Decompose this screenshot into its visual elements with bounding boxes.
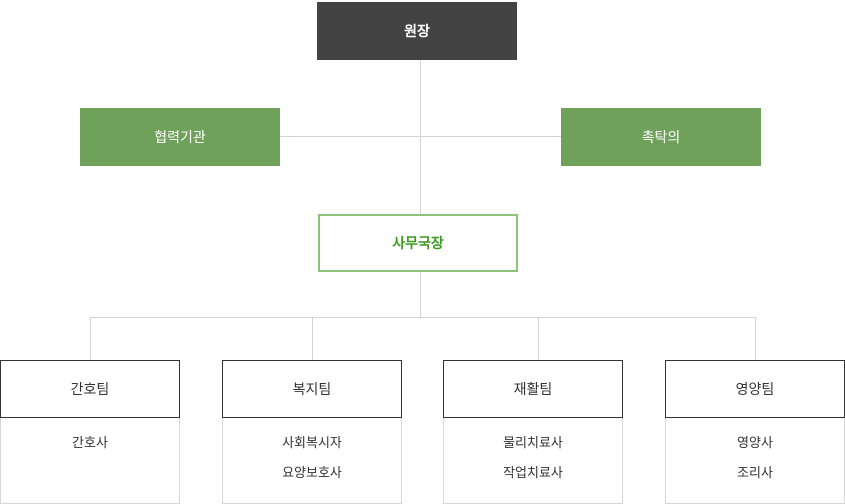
secretary-general-label: 사무국장 (392, 236, 444, 252)
connector-team-welfare (312, 317, 313, 360)
team-nutrition: 영양팀 영양사 조리사 (665, 360, 845, 504)
team-rehabilitation: 재활팀 물리치료사 작업치료사 (443, 360, 623, 504)
team-nursing: 간호팀 간호사 (0, 360, 180, 504)
connector-team-nutrition (755, 317, 756, 360)
team-name: 재활팀 (443, 360, 623, 418)
team-member: 요양보호사 (282, 466, 342, 481)
connector-director-secretary (420, 60, 421, 214)
connector-team-bus (90, 317, 756, 318)
team-members: 물리치료사 작업치료사 (443, 418, 623, 504)
team-member: 물리치료사 (503, 436, 563, 451)
team-members: 영양사 조리사 (665, 418, 845, 504)
connector-secretary-teams (420, 272, 421, 317)
connector-partner-advisor (280, 136, 561, 137)
connector-team-nursing (90, 317, 91, 360)
team-members: 간호사 (0, 418, 180, 504)
team-member: 영양사 (737, 436, 773, 451)
partner-institution-node: 협력기관 (80, 108, 280, 166)
team-member: 작업치료사 (503, 466, 563, 481)
partner-institution-label: 협력기관 (154, 130, 206, 146)
commissioned-doctor-node: 촉탁의 (561, 108, 761, 166)
team-welfare: 복지팀 사회복시자 요양보호사 (222, 360, 402, 504)
team-member: 조리사 (737, 466, 773, 481)
director-label: 원장 (404, 24, 430, 40)
team-name: 복지팀 (222, 360, 402, 418)
connector-team-rehab (538, 317, 539, 360)
secretary-general-node: 사무국장 (318, 214, 518, 272)
team-member: 간호사 (72, 436, 108, 451)
commissioned-doctor-label: 촉탁의 (641, 130, 681, 146)
team-member: 사회복시자 (282, 436, 342, 451)
team-name: 간호팀 (0, 360, 180, 418)
team-members: 사회복시자 요양보호사 (222, 418, 402, 504)
team-name: 영양팀 (665, 360, 845, 418)
director-node: 원장 (317, 2, 517, 60)
